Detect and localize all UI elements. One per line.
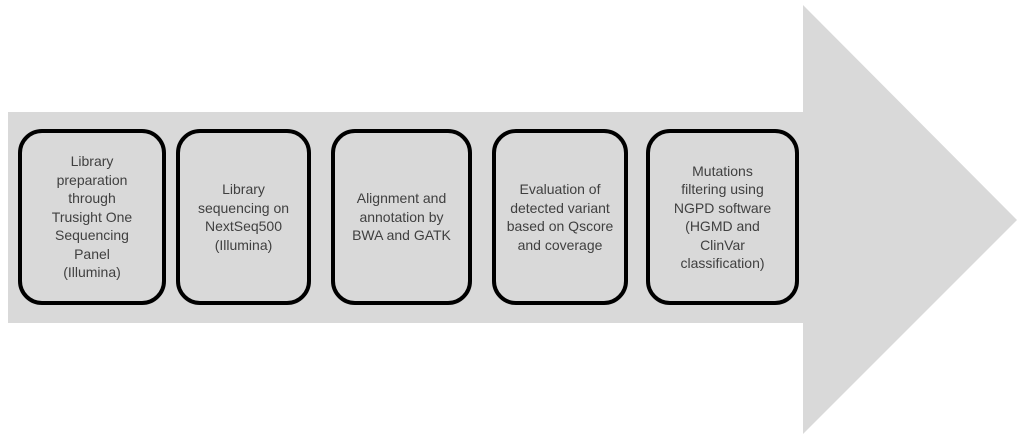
step-label: Mutations filtering using NGPD software … (673, 162, 772, 272)
step-label: Library sequencing on NextSeq500 (Illumi… (197, 181, 290, 253)
step-label: Alignment and annotation by BWA and GATK (352, 190, 451, 244)
step-box-library-preparation: Library preparation through Trusight One… (18, 129, 166, 305)
step-label: Library preparation through Trusight One… (51, 153, 133, 281)
step-box-mutation-filtering: Mutations filtering using NGPD software … (646, 129, 799, 305)
step-box-library-sequencing: Library sequencing on NextSeq500 (Illumi… (176, 129, 311, 305)
step-box-alignment-annotation: Alignment and annotation by BWA and GATK (331, 129, 472, 305)
step-label: Evaluation of detected variant based on … (506, 181, 614, 253)
step-box-variant-evaluation: Evaluation of detected variant based on … (492, 129, 628, 305)
